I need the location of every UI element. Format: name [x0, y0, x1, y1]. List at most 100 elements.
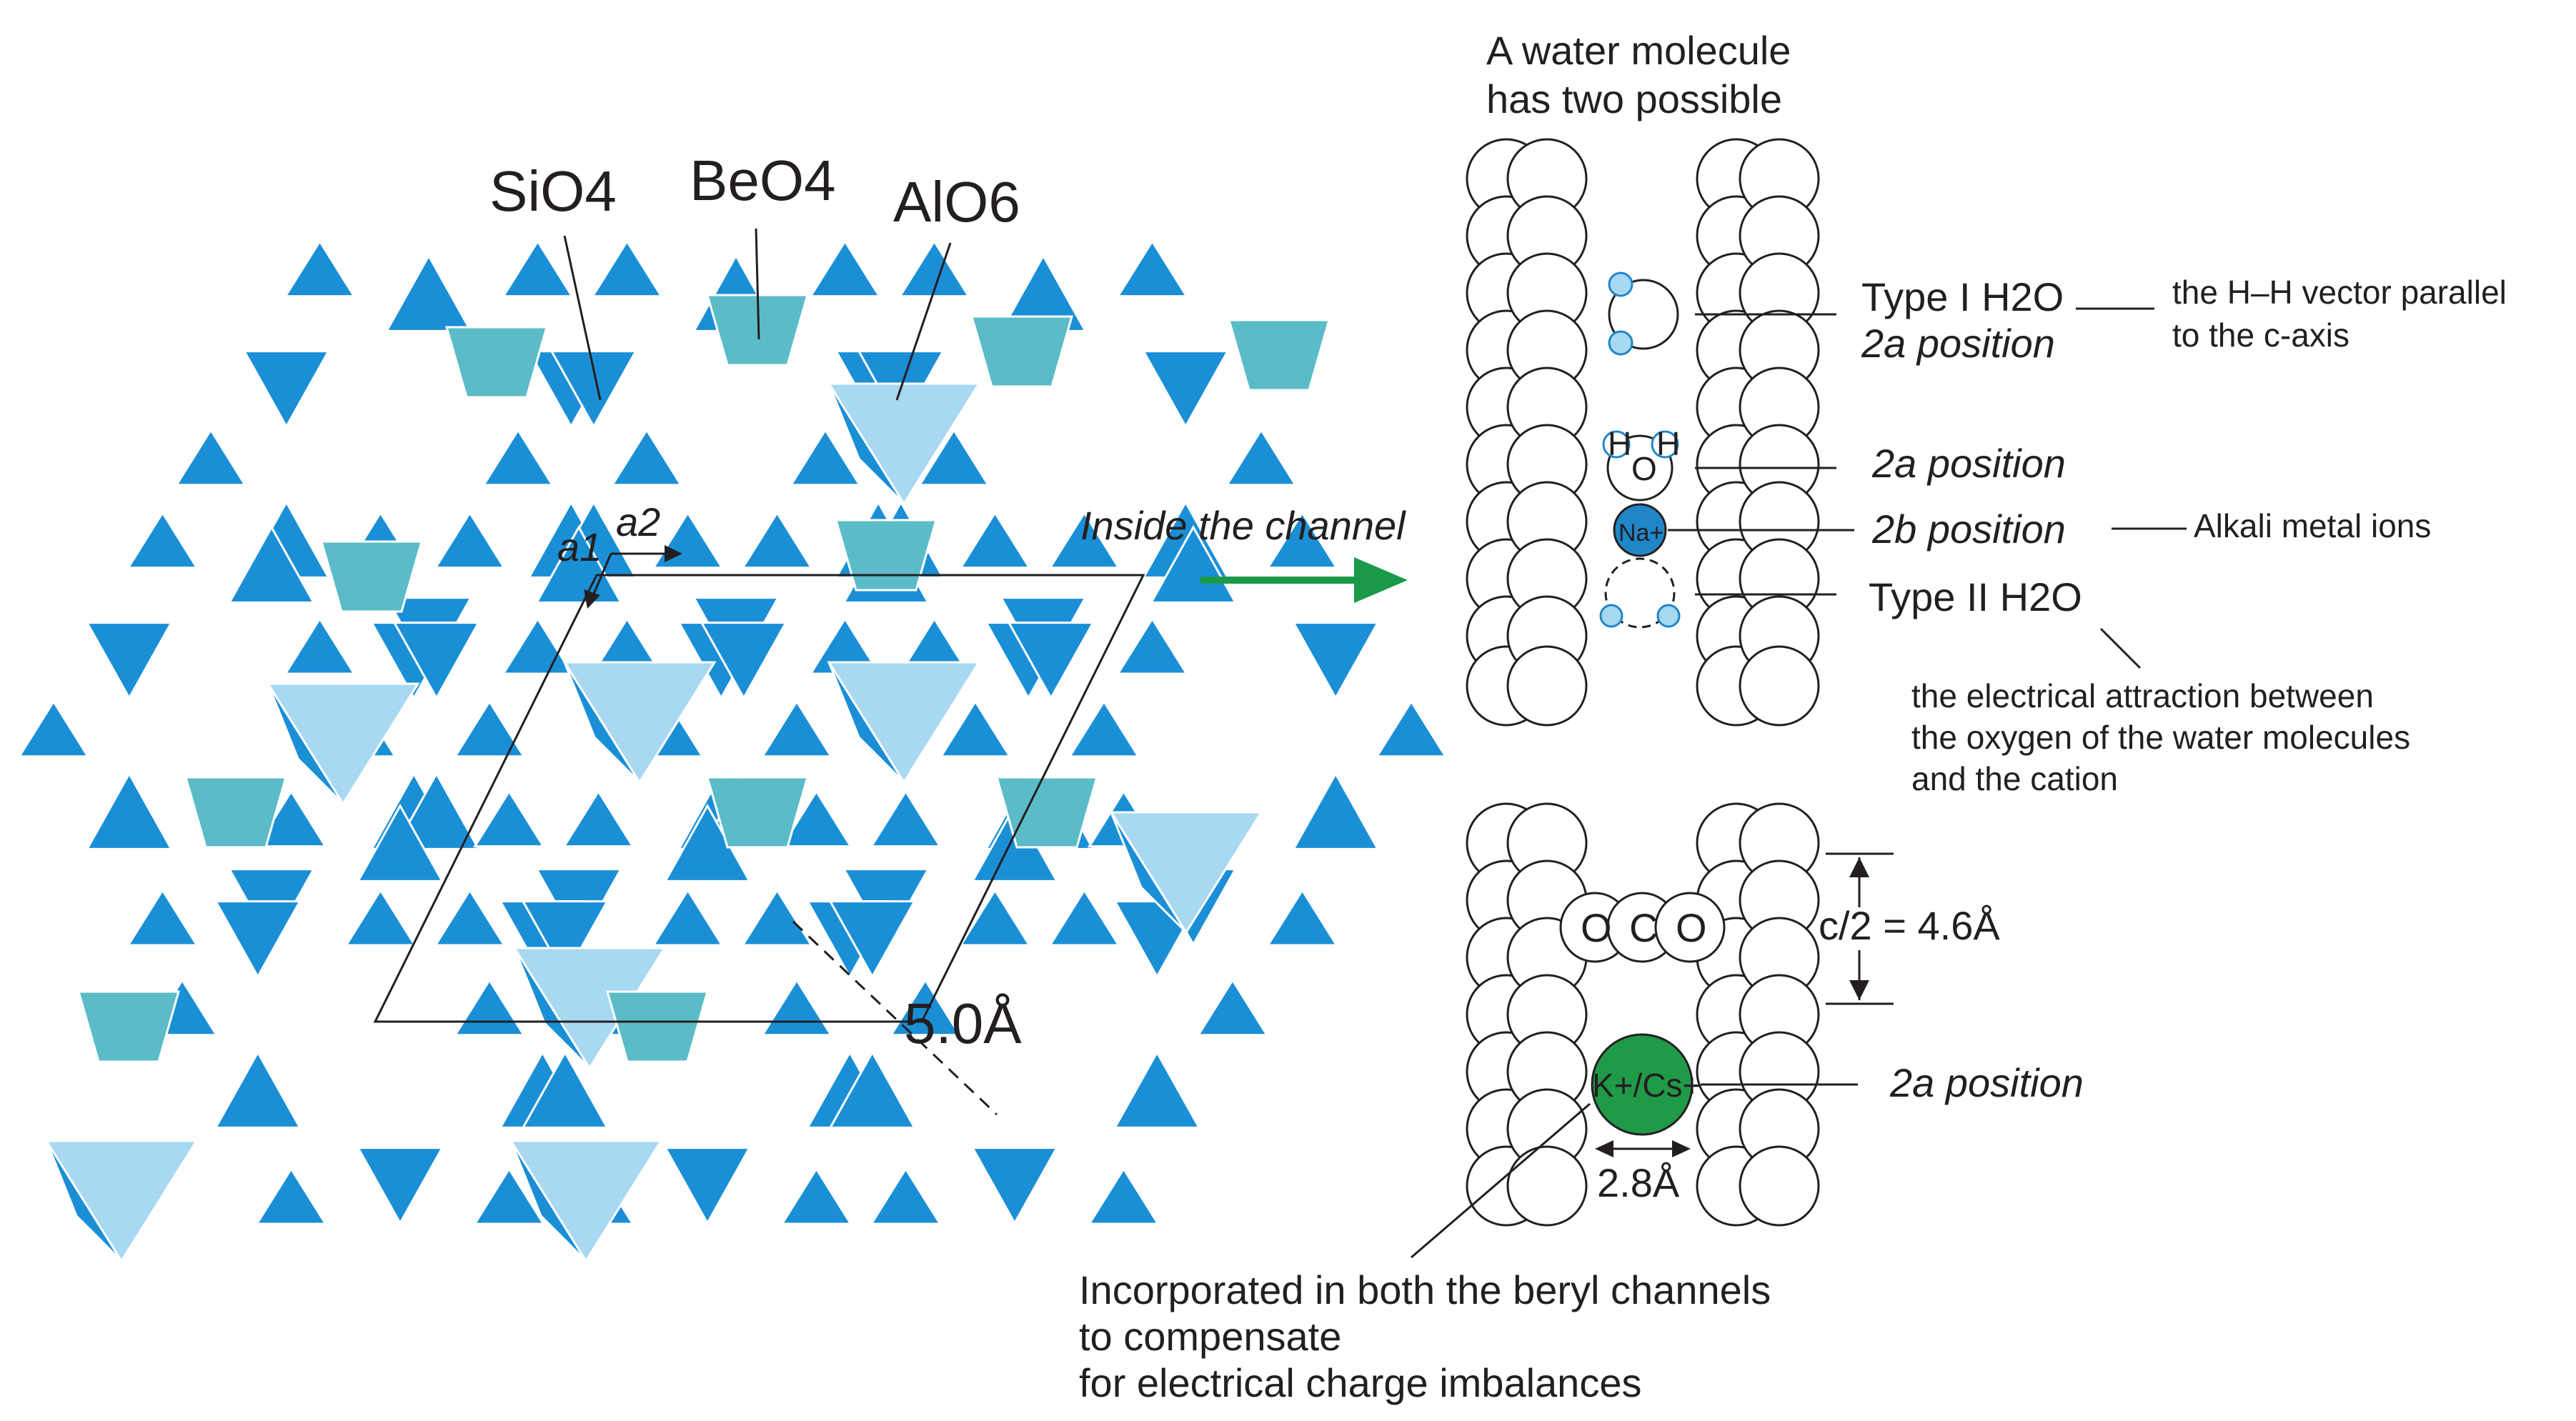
sio4-tetrahedron — [828, 900, 917, 979]
beo4-tetrahedron — [320, 540, 423, 613]
axis-a1-label: a1 — [557, 524, 602, 569]
sio4-tetrahedron — [970, 1147, 1059, 1226]
sio4-tetrahedron — [384, 253, 473, 332]
sio4-tetrahedron — [827, 662, 905, 784]
sio4-tetrahedron — [392, 622, 481, 701]
sio4-tetrahedron — [1110, 812, 1188, 934]
sio4-tetrahedron — [283, 239, 357, 298]
sio4-tetrahedron — [897, 239, 971, 298]
cation-atom: K+/Cs+ — [1591, 1033, 1701, 1136]
type2-note-line2: the oxygen of the water molecules — [1911, 719, 2410, 756]
sio4-tetrahedron — [1225, 428, 1298, 487]
type1-position: 2a position — [1861, 321, 2055, 366]
sio4-tetrahedron — [242, 350, 331, 429]
svg-text:O: O — [1581, 905, 1612, 950]
inside-channel-label: Inside the channel — [1080, 503, 1406, 548]
svg-text:Na+: Na+ — [1618, 519, 1664, 547]
sio4-tetrahedron — [126, 888, 199, 947]
sio4-tetrahedron — [214, 1049, 302, 1129]
axis-arrows — [584, 545, 682, 609]
beo4-leader — [755, 228, 760, 340]
water-2a-position: 2a position — [1871, 441, 2066, 486]
sio4-tetrahedron — [126, 511, 199, 569]
beo4-label: BeO4 — [690, 149, 836, 212]
sio4-tetrahedron — [760, 699, 833, 758]
incorporated-note-line2: to compensate — [1079, 1314, 1341, 1359]
sio4-tetrahedron — [1196, 978, 1269, 1037]
width-measure — [1595, 1140, 1691, 1157]
sio4-tetrahedron — [521, 900, 610, 979]
sio4-tetrahedron — [1115, 239, 1189, 298]
sio4-tetrahedron — [356, 1147, 444, 1226]
beo4-tetrahedron — [1228, 319, 1331, 392]
na-atom: Na+ — [1613, 503, 1667, 557]
alo6-octahedron — [509, 1140, 663, 1263]
sio4-tetrahedron — [254, 1167, 328, 1225]
sio4-tetrahedron — [1149, 524, 1238, 604]
unit-cell — [373, 574, 1145, 1023]
sio4-tetrahedron — [227, 524, 316, 604]
type1-note-line1: the H–H vector parallel — [2172, 274, 2507, 311]
type2-leader — [2099, 627, 2142, 669]
beo4-tetrahedron — [445, 326, 548, 399]
sio4-tetrahedron — [214, 900, 302, 979]
sio4-tetrahedron — [827, 383, 905, 505]
sio4-tetrahedron — [17, 699, 90, 758]
type2-note-line1: the electrical attraction between — [1911, 677, 2374, 714]
sio4-label: SiO4 — [489, 159, 617, 223]
type1-note-line2: to the c-axis — [2172, 316, 2349, 354]
green-arrow — [1200, 557, 1408, 603]
alo6-octahedron — [44, 1140, 199, 1263]
sio4-tetrahedron — [1048, 888, 1121, 947]
sio4-tetrahedron — [939, 699, 1012, 758]
polyhedral-framework — [17, 239, 1448, 1263]
sio4-tetrahedron — [740, 888, 814, 947]
sio4-tetrahedron — [590, 239, 664, 298]
beo4-tetrahedron — [184, 776, 287, 849]
sio4-tetrahedron — [433, 511, 507, 569]
sio4-tetrahedron — [392, 771, 481, 850]
svg-text:H: H — [1608, 425, 1631, 462]
sio4-tetrahedron — [828, 1049, 917, 1129]
oxygen-atom — [1739, 1145, 1820, 1227]
water-2a-molecule: H H O — [1602, 425, 1680, 502]
sio4-tetrahedron — [1375, 699, 1448, 758]
sio4-tetrahedron — [283, 617, 357, 675]
sio4-tetrahedron — [1007, 622, 1095, 701]
type2-note-line3: and the cation — [1911, 760, 2118, 797]
sio4-tetrahedron — [356, 803, 444, 882]
sio4-tetrahedron — [651, 511, 725, 569]
type2-label: Type II H2O — [1869, 574, 2082, 619]
na-2b-position: 2b position — [1871, 507, 2066, 552]
sio4-tetrahedron — [1291, 771, 1380, 850]
sio4-tetrahedron — [453, 978, 526, 1037]
sio4-tetrahedron — [1141, 350, 1230, 429]
beo4-tetrahedron — [970, 315, 1073, 388]
alo6-label: AlO6 — [893, 170, 1020, 234]
sio4-tetrahedron — [869, 789, 943, 848]
sio4-tetrahedron — [1087, 1167, 1160, 1225]
sio4-tetrahedron — [808, 239, 882, 298]
sio4-tetrahedron — [521, 1049, 610, 1129]
sio4-tetrahedron — [1265, 888, 1339, 947]
beo4-tetrahedron — [706, 776, 809, 849]
sio4-tetrahedron — [563, 662, 641, 784]
sio4-tetrahedron — [1291, 622, 1380, 701]
title-line1: A water molecule — [1486, 28, 1791, 73]
upper-channel — [1466, 138, 1820, 727]
co2-molecule: O C O — [1559, 892, 1726, 963]
sio4-tetrahedron — [549, 350, 638, 429]
sio4-tetrahedron — [780, 1167, 853, 1225]
type2-water-molecule — [1599, 557, 1681, 629]
sio4-tetrahedron — [472, 1167, 546, 1225]
alo6-leader — [895, 242, 952, 401]
sio4-tetrahedron — [610, 428, 683, 487]
sio4-tetrahedron — [958, 511, 1032, 569]
sio4-tetrahedron — [45, 1140, 123, 1262]
beo4-tetrahedron — [706, 294, 809, 367]
width-label: 2.8Å — [1597, 1160, 1680, 1205]
sio4-tetrahedron — [1265, 511, 1339, 569]
beo4-tetrahedron — [835, 519, 938, 592]
alo6-octahedron — [562, 661, 717, 784]
